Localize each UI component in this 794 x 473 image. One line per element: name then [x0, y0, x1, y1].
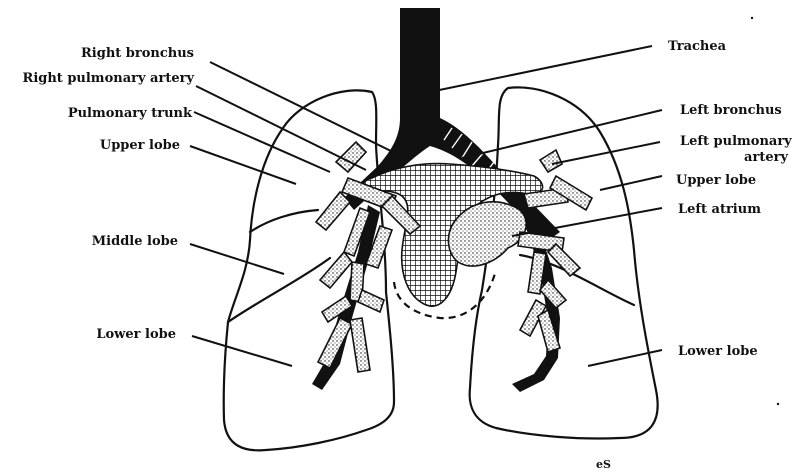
label-pulmonary-trunk: Pulmonary trunk	[68, 106, 193, 121]
right-lung-outline	[224, 90, 394, 450]
right-horizontal-fissure	[250, 210, 318, 232]
stray-dot-bottom	[777, 403, 779, 405]
leader-trachea	[420, 46, 652, 94]
label-right-bronchus: Right bronchus	[81, 46, 194, 61]
leader-left-bronchus	[462, 110, 662, 158]
label-left-bronchus: Left bronchus	[680, 103, 782, 118]
label-lower-lobe-left: Lower lobe	[678, 344, 758, 359]
label-left-pulmonary-artery-line1: Left pulmonary	[680, 134, 792, 149]
leader-lower-lobe-right	[192, 336, 292, 366]
label-left-pulmonary-artery-line2: artery	[744, 150, 788, 165]
label-upper-lobe-right: Upper lobe	[100, 138, 180, 153]
label-trachea: Trachea	[668, 39, 727, 54]
leader-upper-lobe-left	[600, 176, 662, 190]
leader-left-pulmonary-artery	[552, 142, 660, 164]
label-upper-lobe-left: Upper lobe	[676, 173, 756, 188]
signature-initials: eS	[596, 458, 611, 471]
label-left-atrium: Left atrium	[678, 202, 761, 217]
right-oblique-fissure	[228, 258, 330, 322]
leader-upper-lobe-right	[190, 146, 296, 184]
stray-dot-top	[751, 17, 753, 19]
label-lower-lobe-right: Lower lobe	[96, 327, 176, 342]
label-right-pulmonary-artery: Right pulmonary artery	[23, 71, 195, 86]
leader-middle-lobe	[190, 244, 284, 274]
right-lung	[224, 90, 394, 450]
label-middle-lobe: Middle lobe	[92, 234, 178, 249]
